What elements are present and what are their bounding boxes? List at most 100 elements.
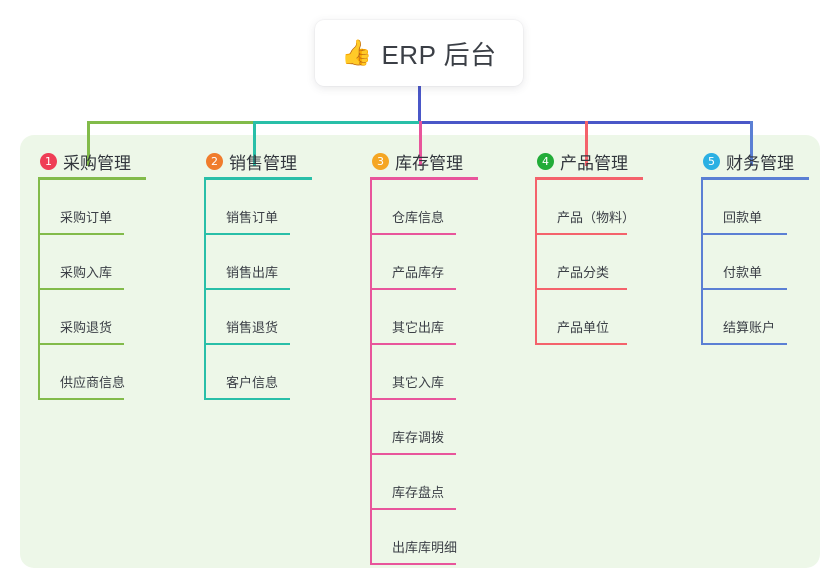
- list-item[interactable]: 付款单: [701, 235, 839, 290]
- column-采购管理: 1 采购管理采购订单采购入库采购退货供应商信息: [38, 148, 198, 400]
- list-item-label: 客户信息: [226, 375, 279, 390]
- list-item[interactable]: 其它入库: [370, 345, 530, 400]
- list-item[interactable]: 回款单: [701, 180, 839, 235]
- list-item-label: 产品库存: [392, 265, 445, 280]
- list-item-label: 付款单: [723, 265, 763, 280]
- list-item-rule: [535, 288, 627, 290]
- column-items: 产品（物料） 产品分类产品单位: [535, 180, 695, 345]
- column-items: 回款单付款单结算账户: [701, 180, 839, 345]
- list-item[interactable]: 库存盘点: [370, 455, 530, 510]
- list-item-label: 采购入库: [60, 265, 113, 280]
- list-item-label: 产品单位: [557, 320, 610, 335]
- list-item[interactable]: 销售订单: [204, 180, 364, 235]
- list-item[interactable]: 产品库存: [370, 235, 530, 290]
- list-item[interactable]: 采购订单: [38, 180, 198, 235]
- column-title: 销售管理: [229, 153, 297, 173]
- column-badge-number: 1: [40, 152, 57, 170]
- list-item[interactable]: 客户信息: [204, 345, 364, 400]
- list-item-rule: [204, 343, 290, 345]
- column-stem: [370, 180, 372, 565]
- list-item-rule: [38, 233, 124, 235]
- list-item[interactable]: 销售出库: [204, 235, 364, 290]
- list-item[interactable]: 其它出库: [370, 290, 530, 345]
- column-header-rule: [38, 177, 146, 180]
- column-header-rule: [204, 177, 312, 180]
- list-item[interactable]: 采购退货: [38, 290, 198, 345]
- list-item-label: 其它出库: [392, 320, 445, 335]
- connector-root-drop: [418, 86, 421, 122]
- list-item[interactable]: 仓库信息: [370, 180, 530, 235]
- column-财务管理: 5 财务管理回款单付款单结算账户: [701, 148, 839, 345]
- list-item-rule: [370, 508, 456, 510]
- connector-drop-1: [87, 121, 90, 166]
- list-item-label: 采购订单: [60, 210, 113, 225]
- list-item-rule: [701, 288, 787, 290]
- column-header-5[interactable]: 5 财务管理: [701, 148, 839, 174]
- list-item-rule: [370, 453, 456, 455]
- list-item-label: 库存盘点: [392, 485, 445, 500]
- list-item-rule: [204, 398, 290, 400]
- list-item-rule: [370, 233, 456, 235]
- column-title: 财务管理: [726, 153, 794, 173]
- column-items: 采购订单采购入库采购退货供应商信息: [38, 180, 198, 400]
- list-item-label: 结算账户: [723, 320, 776, 335]
- list-item-rule: [535, 233, 627, 235]
- column-stem: [38, 180, 40, 400]
- connector-drop-2: [253, 121, 256, 166]
- list-item-rule: [38, 343, 124, 345]
- column-items: 仓库信息产品库存其它出库其它入库库存调拨库存盘点出库库明细: [370, 180, 530, 565]
- column-stem: [535, 180, 537, 345]
- column-header-1[interactable]: 1 采购管理: [38, 148, 198, 174]
- list-item-rule: [701, 343, 787, 345]
- column-title: 采购管理: [63, 153, 131, 173]
- list-item[interactable]: 出库库明细: [370, 510, 530, 565]
- list-item[interactable]: 结算账户: [701, 290, 839, 345]
- column-header-rule: [535, 177, 643, 180]
- column-items: 销售订单销售出库销售退货客户信息: [204, 180, 364, 400]
- column-badge-number: 2: [206, 152, 223, 170]
- list-item-label: 产品（物料）: [557, 210, 636, 225]
- list-item-rule: [535, 343, 627, 345]
- connector-drop-3: [419, 121, 422, 166]
- connector-drop-5: [750, 121, 753, 166]
- list-item-rule: [370, 288, 456, 290]
- list-item[interactable]: 库存调拨: [370, 400, 530, 455]
- column-title: 库存管理: [395, 153, 463, 173]
- list-item[interactable]: 产品单位: [535, 290, 695, 345]
- list-item-rule: [370, 398, 456, 400]
- list-item-label: 供应商信息: [60, 375, 126, 390]
- list-item-rule: [38, 288, 124, 290]
- list-item-label: 产品分类: [557, 265, 610, 280]
- root-node-erp-backend[interactable]: 👍 ERP 后台: [315, 20, 523, 86]
- list-item[interactable]: 产品分类: [535, 235, 695, 290]
- list-item[interactable]: 采购入库: [38, 235, 198, 290]
- column-销售管理: 2 销售管理销售订单销售出库销售退货客户信息: [204, 148, 364, 400]
- list-item-label: 库存调拨: [392, 430, 445, 445]
- thumbs-up-icon: 👍: [341, 38, 373, 67]
- column-title: 产品管理: [560, 153, 628, 173]
- list-item[interactable]: 产品（物料）: [535, 180, 695, 235]
- list-item-label: 仓库信息: [392, 210, 445, 225]
- root-node-title: ERP 后台: [381, 39, 497, 70]
- column-header-2[interactable]: 2 销售管理: [204, 148, 364, 174]
- column-badge-number: 5: [703, 152, 720, 170]
- column-stem: [204, 180, 206, 400]
- connector-drop-4: [585, 121, 588, 166]
- list-item-rule: [370, 343, 456, 345]
- list-item-label: 采购退货: [60, 320, 113, 335]
- list-item-label: 销售出库: [226, 265, 279, 280]
- list-item-label: 销售订单: [226, 210, 279, 225]
- list-item-rule: [204, 288, 290, 290]
- connector-bus-segment-1: [87, 121, 254, 124]
- list-item-rule: [38, 398, 124, 400]
- list-item-label: 其它入库: [392, 375, 445, 390]
- list-item[interactable]: 销售退货: [204, 290, 364, 345]
- list-item[interactable]: 供应商信息: [38, 345, 198, 400]
- column-stem: [701, 180, 703, 345]
- column-header-rule: [701, 177, 809, 180]
